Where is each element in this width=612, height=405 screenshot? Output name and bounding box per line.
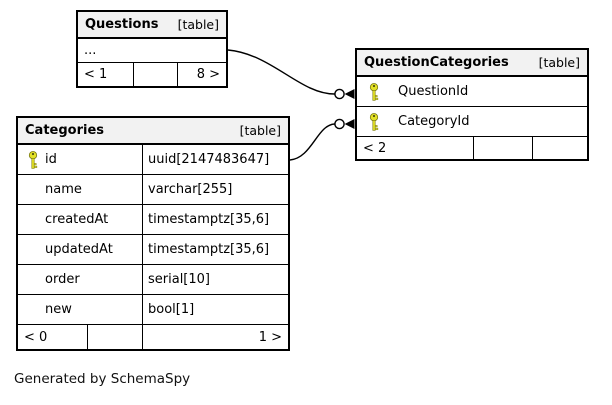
relation-count-right [533,137,587,159]
table-categories-header: Categories [table] [18,118,288,145]
column-type: uuid[2147483647] [148,152,270,167]
column-row-name: name varchar[255] [18,175,288,205]
table-name: Categories [25,123,105,138]
zero-circle-marker [334,118,345,130]
table-categories-footer: < 0 1 > [18,325,288,349]
footer-spacer-cell [134,63,178,86]
column-name: createdAt [45,212,109,227]
column-row-questionid: QuestionId [357,77,587,107]
column-name: QuestionId [398,84,469,99]
relation-count-right: 8 > [196,67,220,82]
table-tag: [table] [177,17,219,32]
arrowhead-marker [344,119,355,129]
table-questions-header: Questions [table] [78,12,226,39]
column-row-ellipsis: ... [78,39,226,63]
edge-questions-to-questioncategories [227,49,355,100]
column-type: serial[10] [148,272,210,287]
column-name-cell: new [18,295,143,324]
table-questions-footer: < 1 8 > [78,63,226,86]
table-question-categories-header: QuestionCategories [table] [357,50,587,77]
table-name: Questions [85,17,159,32]
column-row-id: id uuid[2147483647] [18,145,288,175]
column-type: timestamptz[35,6] [148,212,270,227]
column-row-createdat: createdAt timestamptz[35,6] [18,205,288,235]
table-question-categories-footer: < 2 [357,137,587,159]
relation-count-left: < 1 [78,63,134,86]
column-name-cell: updatedAt [18,235,143,264]
column-name: ... [84,43,97,58]
zero-circle-marker [334,88,345,100]
edge-categories-to-questioncategories [289,118,355,161]
column-name: new [45,302,72,317]
column-row-order: order serial[10] [18,265,288,295]
table-tag: [table] [239,123,281,138]
column-name: name [45,182,82,197]
footer-spacer-cell [88,325,143,349]
table-tag: [table] [538,55,580,70]
column-name-cell: name [18,175,143,204]
column-name: id [45,152,57,167]
table-name: QuestionCategories [364,55,509,70]
table-questions[interactable]: Questions [table] ... < 1 8 > [76,10,228,88]
primary-key-icon [369,112,379,131]
relation-count-left: < 2 [357,137,474,159]
generated-by-note: Generated by SchemaSpy [14,371,191,387]
column-type: varchar[255] [148,182,233,197]
column-name-cell: createdAt [18,205,143,234]
primary-key-icon [28,150,38,169]
column-row-updatedat: updatedAt timestamptz[35,6] [18,235,288,265]
footer-spacer-cell [474,137,533,159]
arrowhead-marker [344,89,355,99]
column-type: timestamptz[35,6] [148,242,270,257]
relation-count-left: < 0 [18,325,88,349]
primary-key-icon [369,82,379,101]
table-question-categories[interactable]: QuestionCategories [table] QuestionId [355,48,589,161]
column-name-cell: order [18,265,143,294]
column-row-new: new bool[1] [18,295,288,325]
relation-count-right: 1 > [258,329,282,345]
column-type: bool[1] [148,302,195,317]
column-name: CategoryId [398,114,470,129]
column-name-cell: id [18,145,143,174]
table-categories[interactable]: Categories [table] id uuid[2147483647] [16,116,290,351]
column-name: updatedAt [45,242,113,257]
column-name: order [45,272,80,287]
column-row-categoryid: CategoryId [357,107,587,137]
